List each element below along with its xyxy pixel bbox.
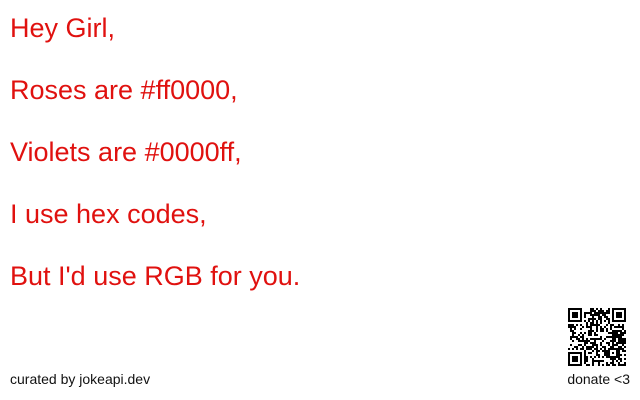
joke-line-5: But I'd use RGB for you. bbox=[10, 261, 301, 291]
credit-text: curated by jokeapi.dev bbox=[10, 371, 151, 387]
joke-line-4: I use hex codes, bbox=[10, 199, 207, 229]
joke-line-3: Violets are #0000ff, bbox=[10, 137, 242, 167]
joke-text: Hey Girl, Roses are #ff0000, Violets are… bbox=[10, 10, 300, 320]
joke-line-2: Roses are #ff0000, bbox=[10, 75, 238, 105]
donate-link[interactable]: donate <3 bbox=[567, 371, 630, 387]
joke-line-1: Hey Girl, bbox=[10, 13, 116, 43]
qr-code-icon[interactable] bbox=[568, 308, 626, 366]
